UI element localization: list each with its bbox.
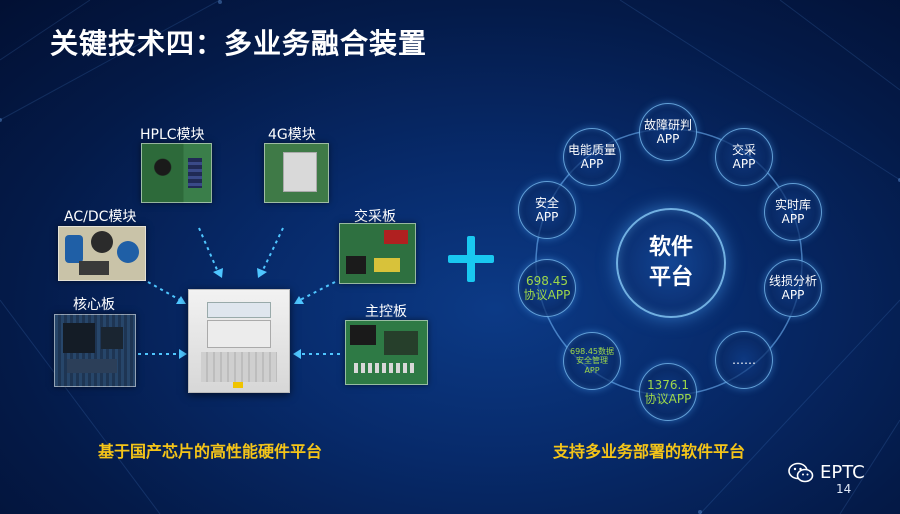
brand-name: EPTC xyxy=(820,462,865,483)
app-node-text: 线损分析 xyxy=(768,273,817,288)
app-node-text: APP xyxy=(584,365,600,375)
app-node-text: 698.45 xyxy=(526,273,568,288)
hplc-module-image xyxy=(141,143,212,203)
app-node-more: …… xyxy=(715,331,773,389)
app-node-text: 1376.1 xyxy=(647,377,689,392)
app-node-698-data-security: 698.45数据 安全管理 APP xyxy=(563,332,621,390)
core-board-label: 核心板 xyxy=(73,297,115,313)
app-node-ac-sampling: 交采 APP xyxy=(715,128,773,186)
app-node-text: 电能质量 xyxy=(567,142,616,157)
app-node-text: APP xyxy=(580,157,604,171)
app-node-text: 故障研判 xyxy=(643,117,692,132)
ac-sampling-board-label: 交采板 xyxy=(354,209,396,225)
plus-icon xyxy=(448,236,494,282)
app-node-text: 协议APP xyxy=(523,288,571,302)
app-node-text: APP xyxy=(781,212,805,226)
software-platform-center: 软件 平台 xyxy=(616,208,726,318)
app-node-power-quality: 电能质量 APP xyxy=(563,128,621,186)
main-control-board-image xyxy=(345,320,428,385)
page-number: 14 xyxy=(836,482,852,496)
app-node-text: APP xyxy=(656,132,680,146)
main-control-board-label: 主控板 xyxy=(365,304,407,320)
hplc-module-label: HPLC模块 xyxy=(140,127,205,143)
app-node-security: 安全 APP xyxy=(518,181,576,239)
app-node-line-loss: 线损分析 APP xyxy=(764,259,822,317)
app-node-realtime-db: 实时库 APP xyxy=(764,183,822,241)
app-node-text: 698.45数据 xyxy=(570,346,614,356)
ac-sampling-board-image xyxy=(339,223,416,284)
app-node-1376-protocol: 1376.1 协议APP xyxy=(639,363,697,421)
app-node-text: 交采 xyxy=(731,142,756,157)
app-node-text: …… xyxy=(732,352,756,367)
4g-module-image xyxy=(264,143,329,203)
hardware-platform-caption: 基于国产芯片的高性能硬件平台 xyxy=(98,442,323,461)
acdc-module-label: AC/DC模块 xyxy=(64,209,137,225)
app-node-text: 安全管理 xyxy=(576,356,608,366)
app-node-text: 实时库 xyxy=(774,197,811,212)
software-platform-line1: 软件 xyxy=(648,235,693,261)
app-node-text: APP xyxy=(535,210,559,224)
app-node-text: 协议APP xyxy=(644,392,692,406)
software-platform-line2: 平台 xyxy=(648,265,693,290)
4g-module-label: 4G模块 xyxy=(268,127,316,143)
app-node-fault-analysis: 故障研判 APP xyxy=(639,103,697,161)
app-node-698-protocol: 698.45 协议APP xyxy=(518,259,576,317)
acdc-module-image xyxy=(58,226,146,281)
core-board-image xyxy=(54,314,136,387)
fusion-device-image xyxy=(188,289,290,393)
software-platform-caption: 支持多业务部署的软件平台 xyxy=(553,442,746,461)
page-title: 关键技术四：多业务融合装置 xyxy=(50,27,428,60)
app-node-text: 安全 xyxy=(534,195,559,210)
app-node-text: APP xyxy=(732,157,756,171)
app-node-text: APP xyxy=(781,288,805,302)
wechat-icon xyxy=(788,462,814,483)
